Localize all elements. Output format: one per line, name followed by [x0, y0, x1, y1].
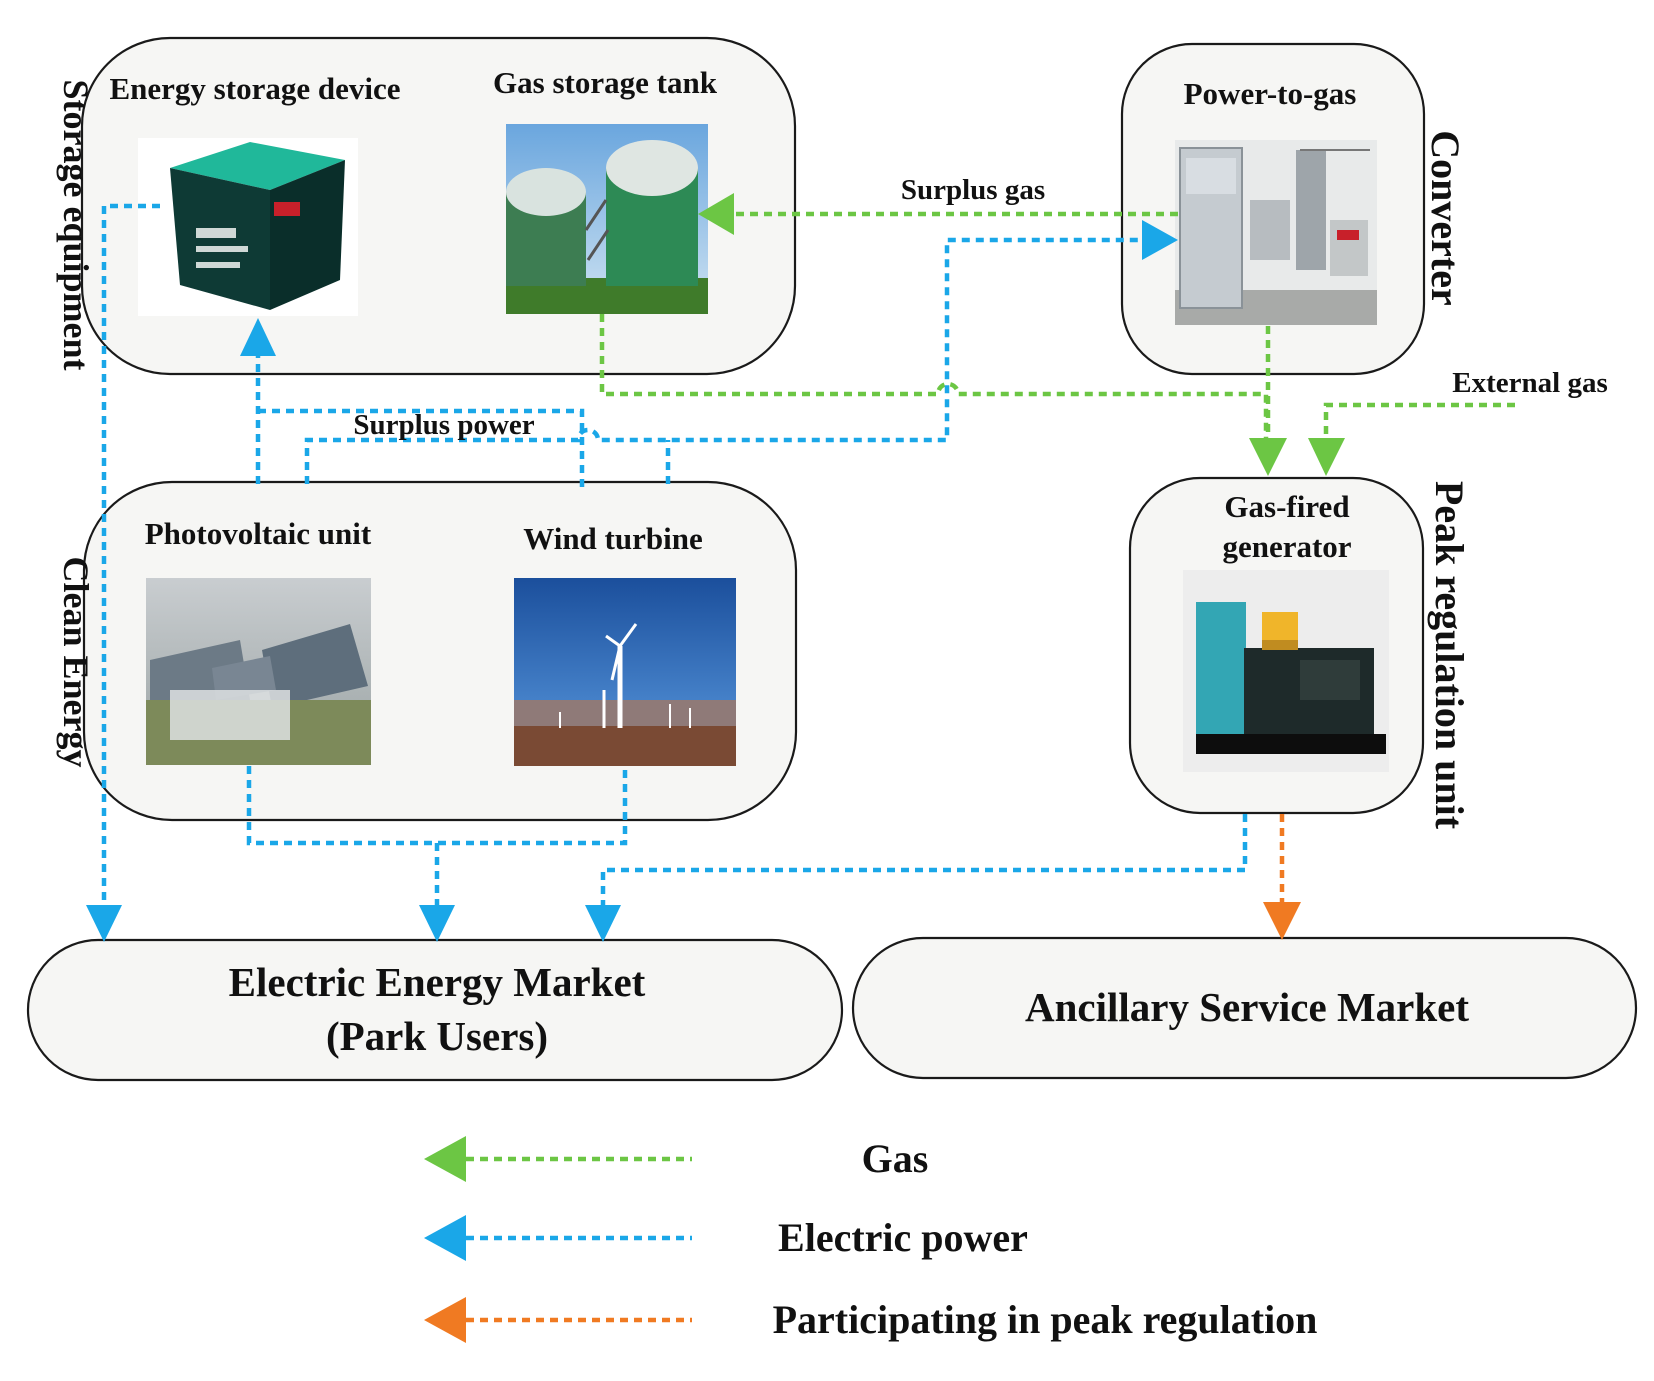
legend-peak-regulation-label: Participating in peak regulation	[773, 1297, 1318, 1342]
gas-flows	[599, 210, 1515, 438]
energy-storage-device-label: Energy storage device	[110, 71, 401, 106]
electric-arrowheads	[86, 220, 1178, 942]
battery-image	[138, 138, 358, 316]
generator-to-market-line	[600, 814, 1248, 905]
clean-energy-label: Clean Energy	[56, 557, 96, 768]
legend-item-gas: Gas	[424, 1136, 928, 1182]
legend-item-electric-power: Electric power	[424, 1215, 1028, 1261]
elec-arrowhead-market-2	[419, 905, 455, 942]
legend: Gas Electric power Participating in peak…	[424, 1136, 1317, 1343]
ancillary-service-market-box[interactable]	[851, 936, 1638, 1080]
wind-turbine-image	[514, 578, 736, 766]
ancillary-service-market-label: Ancillary Service Market	[1025, 984, 1469, 1030]
electric-flows	[101, 203, 1248, 905]
elec-arrowhead-market-1	[86, 905, 122, 942]
legend-gas-arrow	[424, 1136, 466, 1182]
peak-arrowhead-ancillary	[1263, 902, 1301, 940]
gas-arrowheads	[698, 193, 1345, 476]
photovoltaic-unit-label: Photovoltaic unit	[145, 516, 372, 551]
gas-arrowhead-generator-right	[1308, 438, 1345, 476]
electric-energy-market-label-line1: Electric Energy Market	[229, 959, 646, 1005]
peak-regulation-unit-label: Peak regulation unit	[1427, 481, 1472, 830]
external-gas-line	[1323, 402, 1515, 438]
surplus-power-label: Surplus power	[353, 409, 534, 441]
surplus-power-bus-upper	[258, 408, 585, 490]
legend-item-peak-regulation: Participating in peak regulation	[424, 1297, 1317, 1343]
gas-fired-generator-image	[1183, 570, 1389, 772]
gas-arrowhead-storage	[698, 193, 734, 235]
storage-equipment-label: Storage equipment	[56, 80, 96, 371]
legend-gas-label: Gas	[862, 1136, 929, 1181]
legend-peak-arrow	[424, 1297, 466, 1343]
gas-fired-generator-label-line1: Gas-fired	[1224, 489, 1349, 524]
elec-arrowhead-battery	[240, 318, 276, 356]
battery-to-market-line	[101, 203, 160, 905]
surplus-power-bus-lower	[304, 237, 1150, 484]
gas-storage-tank-image	[506, 124, 708, 314]
peak-regulation-flows	[1263, 814, 1301, 940]
gas-arrowhead-generator-left	[1249, 438, 1287, 476]
photovoltaic-image	[146, 578, 371, 765]
pv-to-market-line	[246, 766, 628, 846]
power-to-gas-image	[1175, 140, 1377, 325]
electric-energy-market-label-line2: (Park Users)	[326, 1013, 548, 1059]
gas-storage-tank-label: Gas storage tank	[493, 65, 718, 100]
power-to-gas-label: Power-to-gas	[1184, 76, 1357, 111]
legend-electric-power-label: Electric power	[778, 1215, 1028, 1260]
legend-electric-arrow	[424, 1215, 466, 1261]
surplus-gas-label: Surplus gas	[901, 174, 1045, 206]
elec-arrowhead-market-3	[585, 905, 621, 942]
electric-energy-market-box[interactable]	[26, 938, 844, 1082]
gas-fired-generator-label-line2: generator	[1222, 529, 1351, 564]
converter-label: Converter	[1423, 130, 1468, 305]
external-gas-label: External gas	[1452, 367, 1607, 399]
elec-arrowhead-p2g	[1142, 220, 1178, 260]
wind-turbine-label: Wind turbine	[523, 521, 702, 556]
